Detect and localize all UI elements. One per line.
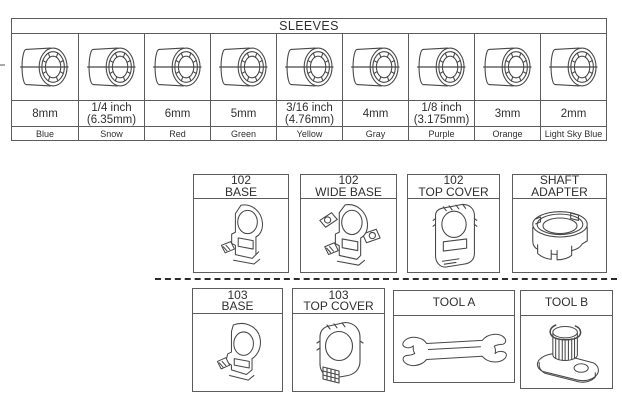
sleeves-table: SLEEVES 8mm Blue 1/4 inch(6.35mm) Snow 6… [11, 18, 607, 141]
sleeve-color: Gray [343, 126, 408, 141]
part-title: TOOL A [394, 291, 514, 316]
sleeve-color: Light Sky Blue [541, 126, 606, 141]
sleeve-size: 4mm [343, 100, 408, 126]
collet-sleeve-icon [541, 34, 606, 100]
sleeve-color: Purple [409, 126, 474, 141]
sleeve-column-4mm: 4mm Gray [342, 34, 408, 141]
part-box-tool-b: TOOL B [520, 290, 613, 389]
sleeves-title: SLEEVES [12, 19, 606, 34]
sleeve-size: 1/4 inch(6.35mm) [79, 100, 144, 126]
sleeve-column-quarter-inch: 1/4 inch(6.35mm) Snow [78, 34, 144, 141]
collet-sleeve-icon [79, 34, 144, 100]
collet-sleeve-icon [475, 34, 540, 100]
sleeve-size: 1/8 inch(3.175mm) [409, 100, 474, 126]
wrench-tool-a-icon [394, 316, 514, 382]
sleeve-column-6mm: 6mm Red [144, 34, 210, 141]
top-cover-103-icon [293, 314, 384, 391]
sleeve-size: 8mm [12, 100, 78, 126]
part-box-tool-a: TOOL A [393, 290, 515, 383]
collet-sleeve-icon [409, 34, 474, 100]
sleeves-grid: 8mm Blue 1/4 inch(6.35mm) Snow 6mm Red 5… [12, 34, 606, 141]
sleeve-column-8mm: 8mm Blue [12, 34, 78, 141]
shaft-adapter-icon [513, 199, 606, 272]
sleeve-size: 5mm [211, 100, 276, 126]
sleeve-size: 3/16 inch(4.76mm) [277, 100, 342, 126]
sleeve-size: 3mm [475, 100, 540, 126]
part-title: TOOL B [521, 291, 612, 316]
collet-sleeve-icon [211, 34, 276, 100]
tool-b-icon [521, 316, 612, 388]
sleeve-color: Red [145, 126, 210, 141]
collet-sleeve-icon [277, 34, 342, 100]
sleeve-column-2mm: 2mm Light Sky Blue [540, 34, 606, 141]
sleeve-size: 2mm [541, 100, 606, 126]
sleeve-column-3mm: 3mm Orange [474, 34, 540, 141]
base-103-icon [193, 314, 282, 391]
sleeve-color: Blue [12, 126, 78, 141]
sleeve-color: Green [211, 126, 276, 141]
collet-sleeve-icon [12, 34, 78, 100]
page-edge-mark [0, 64, 5, 66]
sleeve-column-1-8-inch: 1/8 inch(3.175mm) Purple [408, 34, 474, 141]
sleeve-size: 6mm [145, 100, 210, 126]
base-102-icon [194, 199, 288, 272]
sleeve-column-3-16-inch: 3/16 inch(4.76mm) Yellow [276, 34, 342, 141]
sleeve-color: Orange [475, 126, 540, 141]
wide-base-102-icon [301, 199, 396, 272]
sleeve-color: Yellow [277, 126, 342, 141]
sleeve-color: Snow [79, 126, 144, 141]
collet-sleeve-icon [145, 34, 210, 100]
top-cover-102-icon [408, 199, 499, 272]
dashed-divider [155, 278, 617, 280]
collet-sleeve-icon [343, 34, 408, 100]
sleeve-column-5mm: 5mm Green [210, 34, 276, 141]
